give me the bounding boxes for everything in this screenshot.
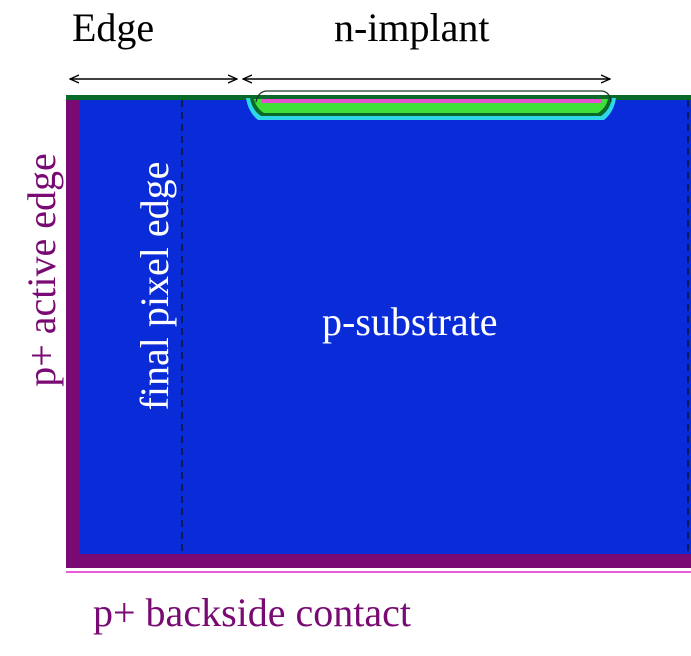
p-active-edge-label: p+ active edge [19,153,64,387]
final-pixel-edge-label: final pixel edge [132,161,177,411]
n-implant-label: n-implant [334,5,490,50]
p-substrate-region [79,99,691,554]
p-active-edge-region [66,97,79,567]
p-substrate-label: p-substrate [322,299,498,344]
p-backside-contact-label: p+ backside contact [93,590,411,635]
p-backside-contact-region [66,554,691,568]
top-surface-layer [66,95,691,100]
edge-label: Edge [72,5,155,50]
n-implant-region [246,90,616,120]
